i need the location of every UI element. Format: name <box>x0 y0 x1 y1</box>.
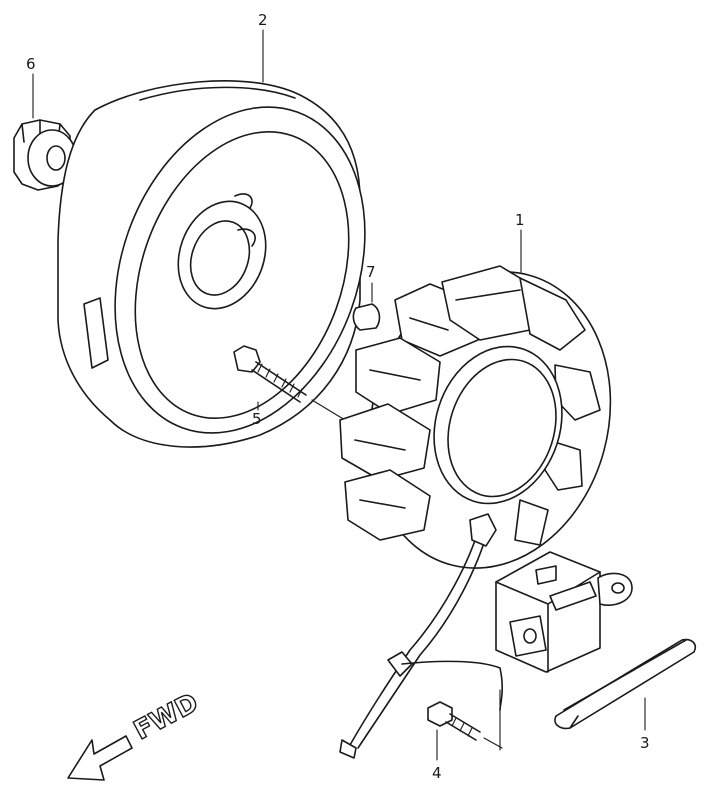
callout-6: 6 <box>26 55 36 73</box>
bolt-dashline <box>311 399 346 421</box>
callout-7: 7 <box>366 263 376 281</box>
bolt-part <box>233 345 307 403</box>
callout-5: 5 <box>252 410 262 428</box>
screw-dashline <box>483 689 503 751</box>
lead-wire <box>339 513 503 759</box>
key-part <box>352 303 381 331</box>
nut-part <box>13 119 77 191</box>
screw-part <box>427 701 481 741</box>
rotor-part <box>57 80 366 448</box>
callout-1: 1 <box>515 211 525 229</box>
callout-2: 2 <box>258 11 268 29</box>
cover-plate-part <box>554 638 697 730</box>
fwd-arrow-icon <box>67 735 133 781</box>
stator-part <box>339 265 612 569</box>
callout-3: 3 <box>640 734 650 752</box>
fwd-label: FWD <box>129 688 203 746</box>
pickup-coil <box>495 551 633 673</box>
callout-4: 4 <box>432 764 442 782</box>
